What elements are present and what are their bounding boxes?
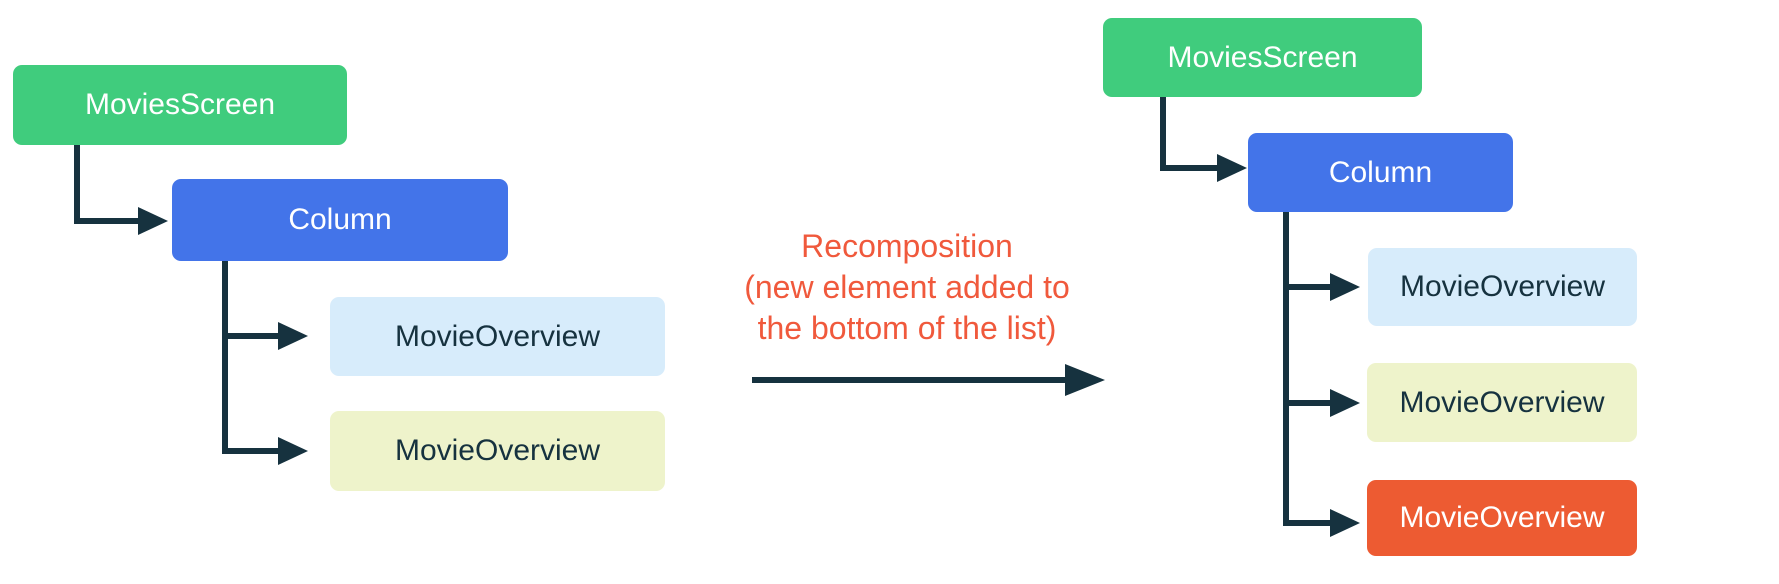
movieoverview-label: MovieOverview: [1399, 385, 1605, 419]
moviesscreen-label: MoviesScreen: [1167, 40, 1358, 74]
movieoverview-box: MovieOverview: [330, 297, 665, 376]
recomposition-caption: Recomposition (new element added to the …: [657, 226, 1157, 349]
moviesscreen-label: MoviesScreen: [84, 88, 276, 121]
connector-branch-horizontal: [1283, 520, 1330, 526]
movieoverview-label: MovieOverview: [394, 319, 601, 353]
connector-branch-horizontal: [222, 333, 278, 339]
movieoverview-box: MovieOverview: [1367, 363, 1637, 442]
caption-line: Recomposition: [801, 228, 1013, 264]
arrowhead-icon: [1330, 273, 1360, 301]
connector-trunk-vertical: [222, 261, 228, 454]
connector-branch-horizontal: [1283, 400, 1330, 406]
moviesscreen-box: MoviesScreen: [13, 65, 347, 145]
caption-line: the bottom of the list): [757, 310, 1057, 346]
caption-line: (new element added to: [744, 269, 1070, 305]
movieoverview-label: MovieOverview: [1399, 270, 1606, 303]
arrowhead-icon: [278, 322, 308, 350]
movieoverview-label: MovieOverview: [394, 434, 601, 467]
arrowhead-icon: [278, 437, 308, 465]
recomposition-arrow-shaft: [752, 377, 1067, 383]
connector-elbow-vertical: [74, 145, 80, 224]
arrowhead-icon: [1330, 509, 1360, 537]
connector-elbow-horizontal: [74, 218, 138, 224]
arrowhead-icon: [1217, 154, 1247, 182]
column-label: Column: [288, 203, 392, 236]
movieoverview-box: MovieOverview: [330, 411, 665, 491]
arrowhead-icon: [138, 207, 168, 235]
moviesscreen-box: MoviesScreen: [1103, 18, 1422, 97]
arrowhead-icon: [1330, 389, 1360, 417]
connector-elbow-horizontal: [1160, 165, 1217, 171]
column-box: Column: [172, 179, 508, 261]
movieoverview-label: MovieOverview: [1399, 501, 1605, 534]
connector-elbow-vertical: [1160, 97, 1166, 171]
column-label: Column: [1328, 155, 1433, 189]
arrowhead-icon: [1065, 364, 1105, 396]
column-box: Column: [1248, 133, 1513, 212]
connector-trunk-vertical: [1283, 212, 1289, 526]
connector-branch-horizontal: [1283, 284, 1330, 290]
movieoverview-new-box: MovieOverview: [1367, 480, 1637, 556]
movieoverview-box: MovieOverview: [1368, 248, 1637, 326]
connector-branch-horizontal: [222, 448, 278, 454]
